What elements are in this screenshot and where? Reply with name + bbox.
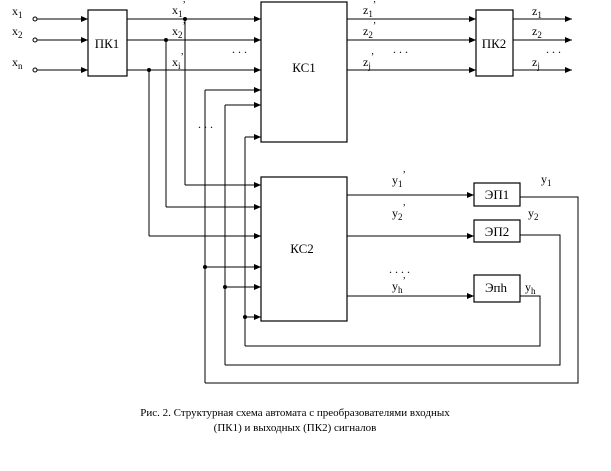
label-yh-prime: yh’ [392, 276, 406, 295]
pk2-output-wires [513, 16, 572, 73]
ks1-output-wires [347, 16, 476, 73]
label-y1-prime: y1’ [392, 170, 406, 189]
ep-feedback-loops [205, 196, 579, 384]
input-lines [32, 16, 88, 73]
caption-line-1: Рис. 2. Структурная схема автомата с пре… [140, 407, 450, 419]
label-x2: x2 [12, 24, 23, 40]
block-ks1-label: КС1 [292, 60, 316, 75]
label-x2-prime: x2’ [172, 21, 186, 40]
block-eph [473, 274, 521, 303]
block-ep2-label: ЭП2 [485, 224, 509, 239]
label-zj-prime: zj’ [363, 52, 374, 71]
input-labels: x1 x2 xn [12, 4, 23, 71]
label-z2-prime: z2’ [363, 21, 376, 40]
label-x1-prime: x1’ [172, 0, 186, 19]
label-xi-prime: xi’ [172, 52, 184, 71]
dots-pk1-outputs: . . . [232, 42, 247, 56]
ks2-output-wires [347, 192, 474, 299]
input-terminal-x1 [32, 16, 38, 22]
block-pk2 [475, 9, 514, 77]
block-ep1-label: ЭП1 [485, 187, 509, 202]
block-ks1 [260, 1, 348, 143]
caption-line-2: (ПК1) и выходных (ПК2) сигналов [214, 422, 377, 434]
label-y2: y2 [528, 206, 539, 222]
block-ks2-label: КС2 [290, 241, 314, 256]
ks2-feedback-taps [203, 264, 261, 320]
block-ep2 [473, 219, 521, 243]
label-xn: xn [12, 55, 23, 71]
dots-pk2-outputs: . . . [546, 42, 561, 56]
label-y1: y1 [541, 172, 552, 188]
label-z1-prime: z1’ [363, 0, 376, 19]
block-ks2 [260, 176, 348, 322]
dots-ks1-outputs: . . . [393, 42, 408, 56]
label-zj: zj [532, 55, 540, 71]
label-x1: x1 [12, 4, 23, 20]
block-eph-label: Эпh [485, 280, 508, 295]
dots-ks2-outputs: . . . . [389, 262, 410, 276]
block-pk1 [87, 9, 128, 77]
block-pk1-label: ПК1 [95, 36, 120, 51]
block-pk2-label: ПК2 [482, 36, 507, 51]
block-ep1 [473, 182, 521, 207]
input-terminal-xn [32, 67, 38, 73]
label-y2-prime: y2’ [392, 203, 406, 222]
label-yh: yh [525, 280, 536, 296]
label-z2: z2 [532, 24, 542, 40]
ks1-feedback-wires [204, 87, 261, 383]
dots-feedback: . . . [198, 117, 213, 131]
label-z1: z1 [532, 4, 542, 20]
input-terminal-x2 [32, 37, 38, 43]
